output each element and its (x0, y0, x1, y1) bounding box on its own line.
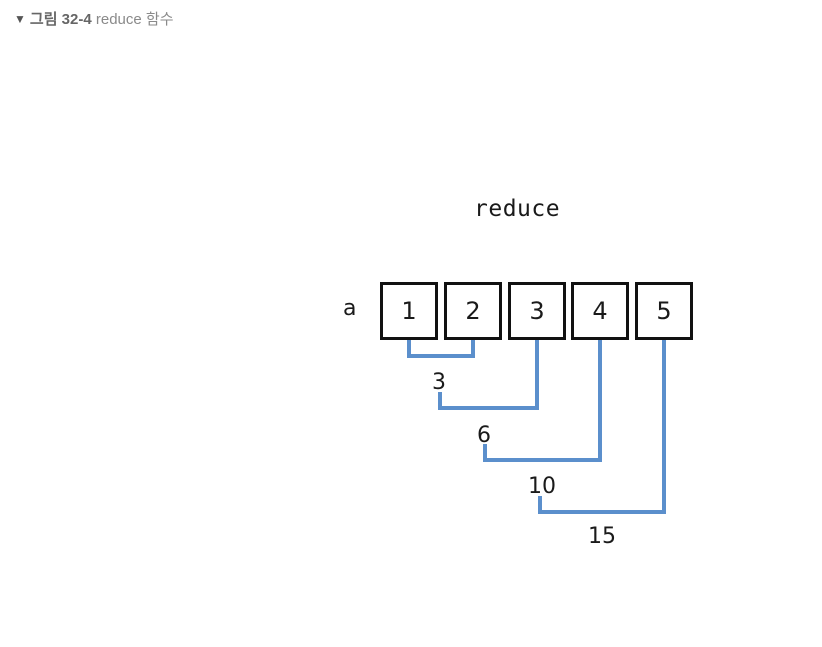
connector-step-3 (483, 338, 602, 462)
accumulator-result: 10 (528, 474, 556, 499)
figure-title: reduce 함수 (95, 11, 174, 28)
array-cell: 2 (444, 282, 502, 340)
connector-step-4 (538, 338, 666, 514)
accumulator-result: 6 (477, 423, 491, 448)
connector-step-1 (407, 338, 475, 358)
connector-step-2 (438, 338, 539, 410)
diagram-title: reduce (474, 196, 561, 222)
array-label: a (343, 296, 357, 321)
figure-caption: ▼그림 32-4 reduce 함수 (14, 9, 174, 30)
array-cell-value: 3 (529, 297, 545, 325)
array-cell: 3 (508, 282, 566, 340)
collapse-triangle-icon[interactable]: ▼ (14, 12, 26, 26)
array-cell: 5 (635, 282, 693, 340)
accumulator-result: 3 (432, 370, 446, 395)
array-cell: 1 (380, 282, 438, 340)
array-cell-value: 1 (401, 297, 417, 325)
array-cell-value: 4 (592, 297, 608, 325)
array-cell: 4 (571, 282, 629, 340)
accumulator-result: 15 (588, 524, 616, 549)
array-cell-value: 5 (656, 297, 672, 325)
array-cell-value: 2 (465, 297, 481, 325)
figure-number: 그림 32-4 (29, 11, 92, 28)
